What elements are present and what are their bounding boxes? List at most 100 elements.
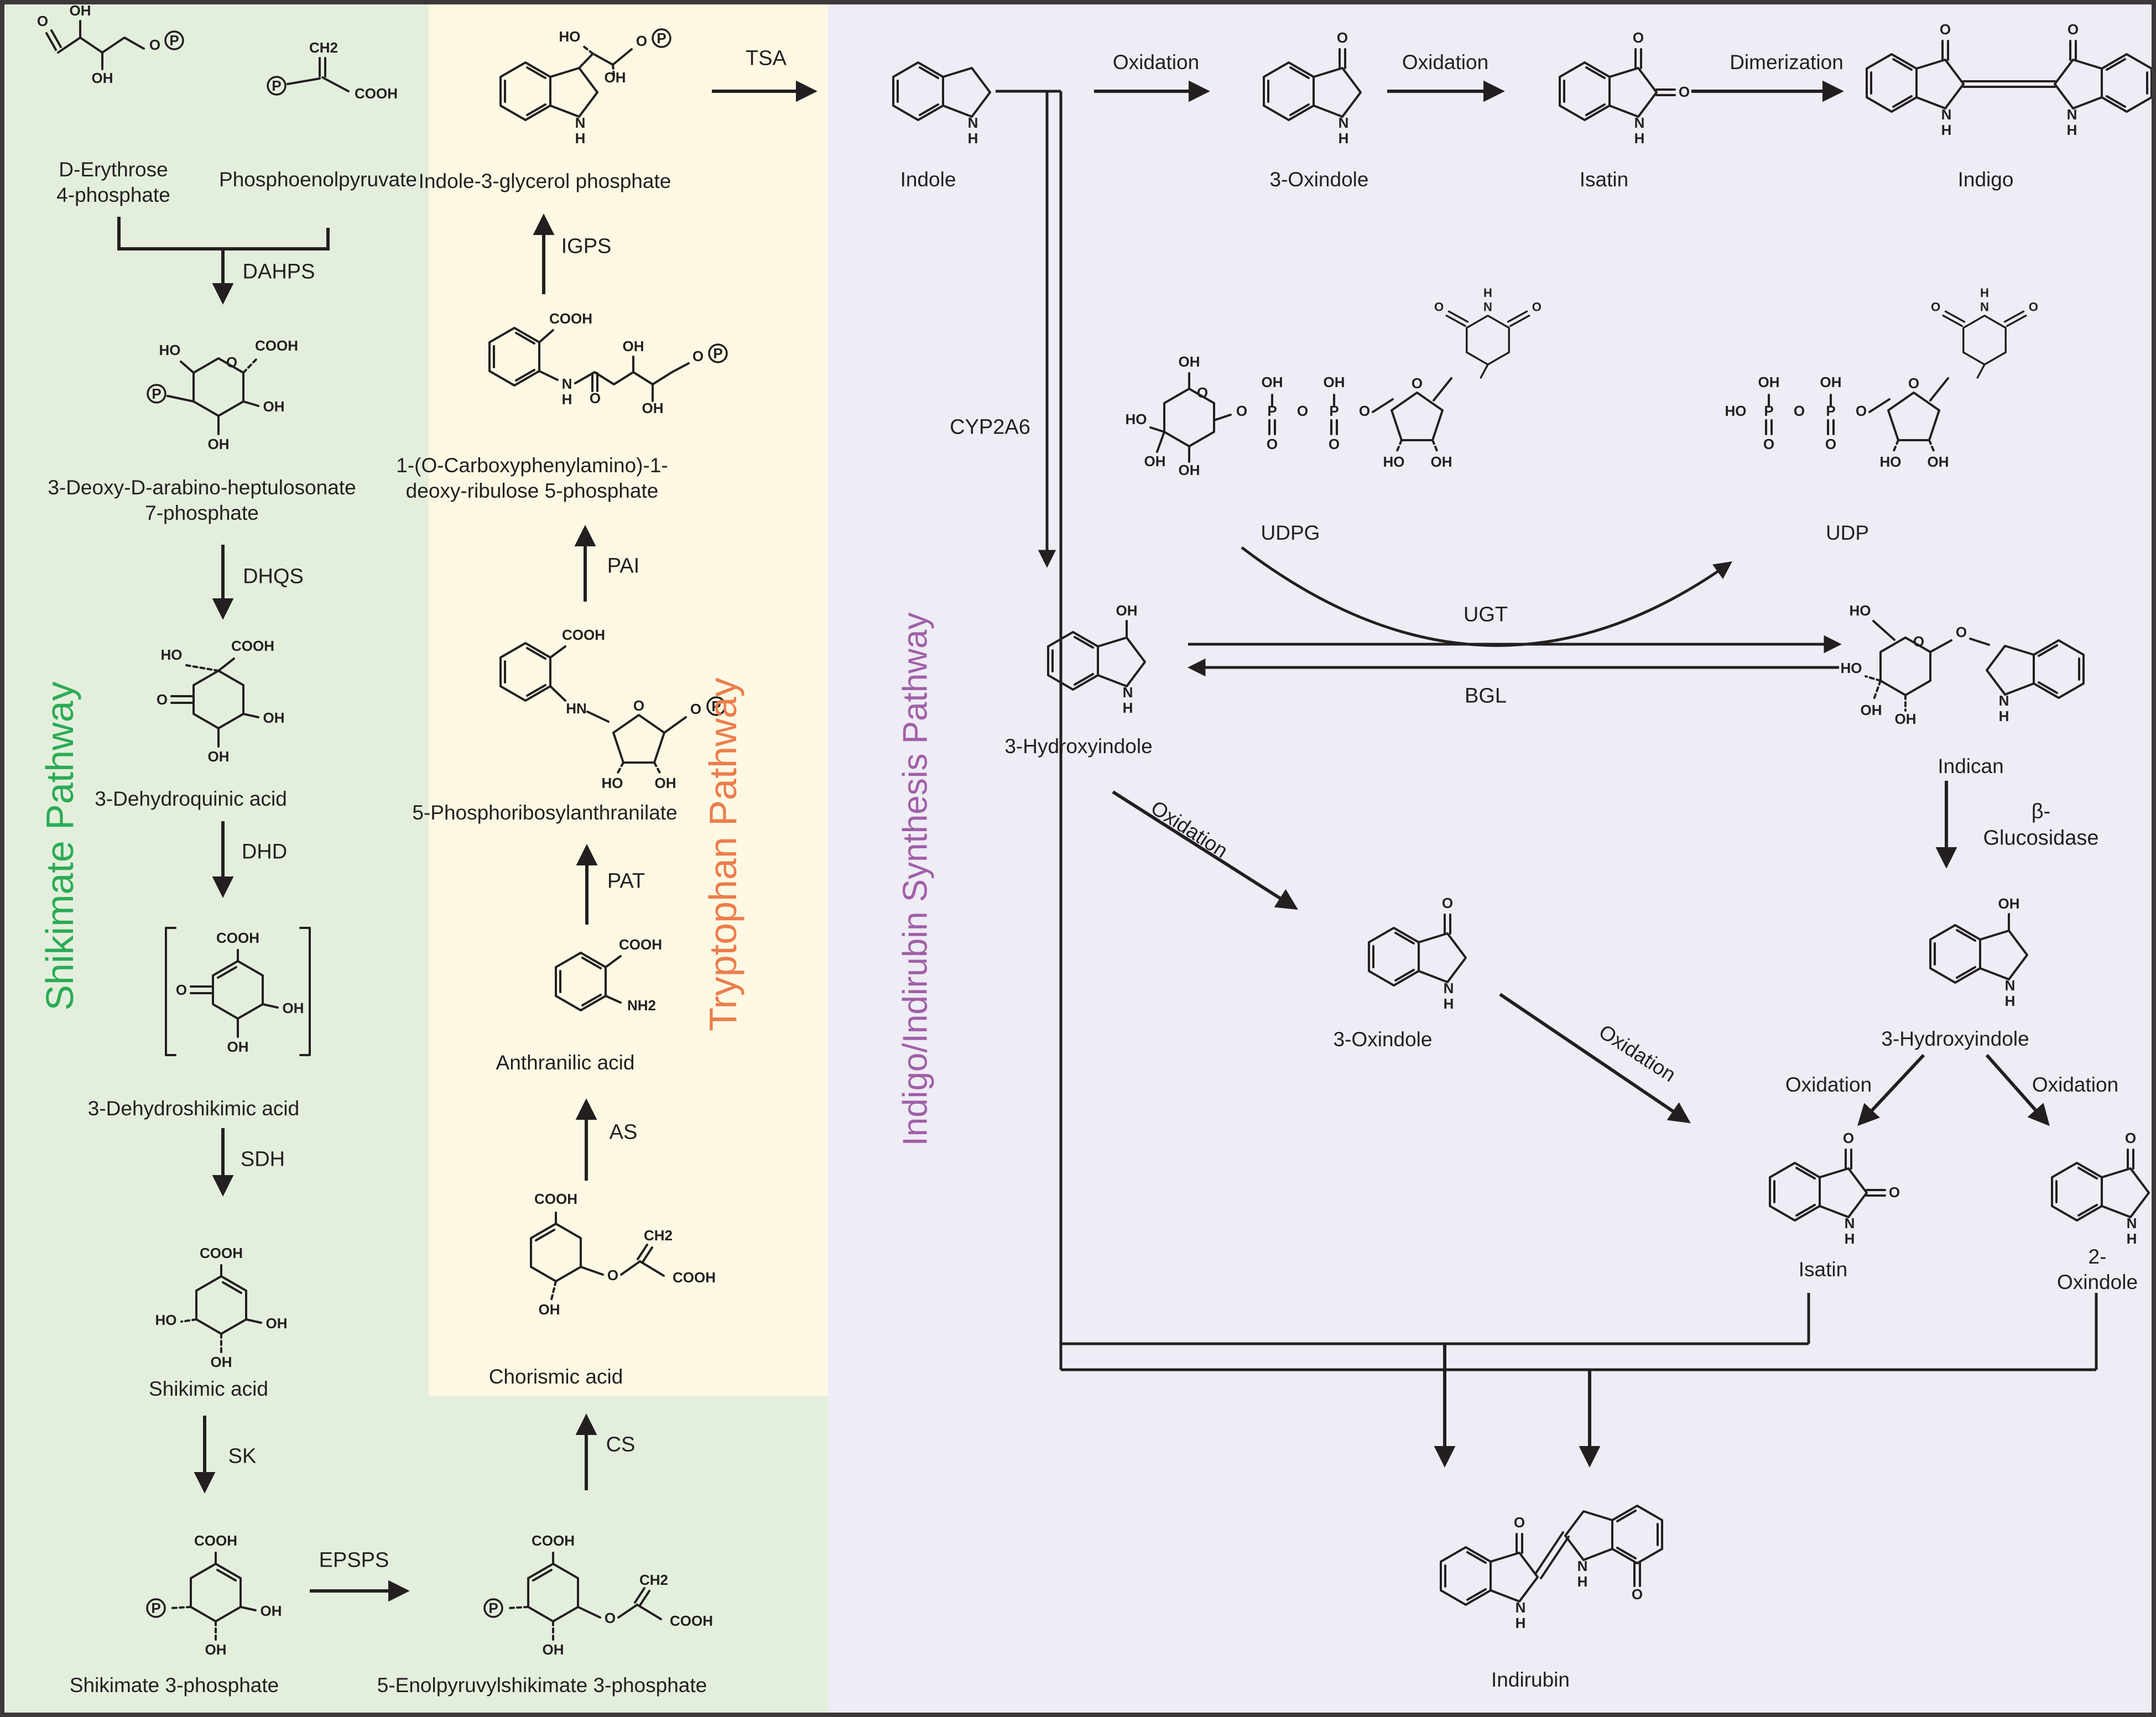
svg-text:OH: OH [266,1315,288,1332]
svg-text:HO: HO [602,775,623,791]
svg-text:HN: HN [566,700,587,717]
shikimic-label: Shikimic acid [149,1377,268,1400]
udpg-label: UDPG [1261,521,1320,544]
shikimate-pathway-title: Shikimate Pathway [38,681,81,1011]
svg-text:O: O [226,354,237,370]
beta-glucosidase-label: β-Glucosidase [1983,800,2099,850]
indole-label: Indole [900,168,956,191]
pat-label: PAT [607,869,645,893]
svg-text:COOH: COOH [216,930,259,946]
indirubin-label: Indirubin [1491,1668,1570,1691]
svg-text:N: N [1483,300,1492,314]
indole-structure [892,61,991,148]
isatin-b-label: Isatin [1798,1257,1848,1281]
anthranilic-structure: COOH NH2 [555,936,662,1014]
dimerization-label: Dimerization [1730,50,1843,74]
indigo-label: Indigo [1957,168,2014,191]
eps-label: 5-Enolpyruvylshikimate 3-phosphate [377,1673,707,1697]
svg-text:P: P [1764,403,1773,419]
svg-text:OH: OH [605,69,626,86]
hydroxyindole3-b-structure [1929,894,2028,1010]
merge-bracket [117,217,330,250]
svg-text:OH: OH [1928,453,1949,470]
svg-text:O: O [690,701,701,717]
svg-text:OH: OH [211,1354,232,1370]
dhqs-label: DHQS [243,565,304,588]
svg-text:OH: OH [623,338,644,354]
svg-text:OH: OH [263,709,285,726]
as-label: AS [609,1120,638,1144]
svg-text:OH: OH [642,400,664,416]
svg-text:O: O [1632,1586,1643,1603]
pra-label: 5-Phosphoribosylanthranilate [412,801,678,824]
dahp-label: 3-Deoxy-D-arabino-heptulosonate 7-phosph… [48,476,356,524]
dhs-structure: COOH O OH OH [165,927,311,1056]
svg-text:HO: HO [559,28,581,45]
svg-text:COOH: COOH [355,85,398,102]
svg-text:OH: OH [1144,453,1166,469]
svg-text:COOH: COOH [534,1191,577,1207]
svg-text:N: N [1980,300,1989,314]
svg-text:OH: OH [1861,702,1882,718]
oxidation-2oxindole-label: Oxidation [2032,1073,2119,1096]
arrow-oxidation-diag1 [1112,790,1298,910]
oxindole3-top-structure [1263,28,1362,148]
svg-text:HO: HO [1725,403,1747,419]
oxindole3-mid-structure [1368,894,1467,1013]
svg-text:COOH: COOH [619,936,662,953]
svg-text:CH2: CH2 [639,1572,668,1588]
pep-label: Phosphoenolpyruvate [219,168,417,191]
svg-text:H: H [562,391,572,408]
igps-label: IGPS [561,234,612,258]
dhd-label: DHD [241,840,288,864]
svg-text:O: O [1532,300,1542,314]
svg-text:HO: HO [155,1312,177,1328]
svg-text:COOH: COOH [549,310,592,327]
anthranilic-label: Anthranilic acid [496,1051,635,1074]
svg-text:COOH: COOH [673,1269,716,1286]
svg-text:COOH: COOH [532,1532,575,1549]
svg-text:OH: OH [205,1641,227,1658]
dahps-label: DAHPS [242,260,315,284]
s3p-label: Shikimate 3-phosphate [69,1673,279,1697]
svg-text:COOH: COOH [231,638,274,654]
svg-text:O: O [1236,403,1247,419]
svg-text:OH: OH [1758,374,1780,390]
igp-label: Indole-3-glycerol phosphate [418,169,671,192]
isatin-b-structure: O [1769,1129,1900,1248]
svg-text:OH: OH [655,775,676,791]
svg-text:O: O [1825,436,1836,452]
sk-label: SK [228,1444,257,1468]
indigo-structure [1866,20,2153,139]
svg-text:OH: OH [543,1641,564,1658]
svg-text:OH: OH [227,1038,249,1055]
svg-text:O: O [37,13,48,29]
svg-text:O: O [607,1267,618,1283]
indirubin-structure: O [1440,1505,1663,1632]
cdrp-structure: COOH NH O OH OH O [488,310,728,416]
svg-text:HO: HO [161,646,183,663]
indican-label: Indican [1938,754,2004,777]
svg-text:OH: OH [1324,374,1345,390]
svg-text:O: O [1889,1184,1900,1201]
svg-text:O: O [1434,300,1444,314]
svg-text:HO: HO [1383,453,1405,470]
svg-text:O: O [1267,436,1278,452]
ugt-label: UGT [1463,603,1508,627]
svg-text:CH2: CH2 [309,39,338,56]
udp-label: UDP [1825,521,1869,544]
tryptophan-pathway-title: Tryptophan Pathway [701,677,744,1031]
svg-text:OH: OH [92,70,113,86]
cs-label: CS [606,1433,636,1457]
svg-text:OH: OH [70,2,91,19]
svg-text:COOH: COOH [562,627,605,643]
hydroxyindole3-b-label: 3-Hydroxyindole [1881,1027,2029,1050]
svg-text:O: O [590,390,601,406]
oxidation-top2-label: Oxidation [1402,50,1489,74]
svg-text:OH: OH [263,398,285,415]
svg-text:O: O [1197,384,1208,401]
svg-text:O: O [1913,633,1924,650]
dhq-label: 3-Dehydroquinic acid [95,787,287,810]
svg-text:HO: HO [159,342,181,358]
svg-text:O: O [1956,624,1967,640]
